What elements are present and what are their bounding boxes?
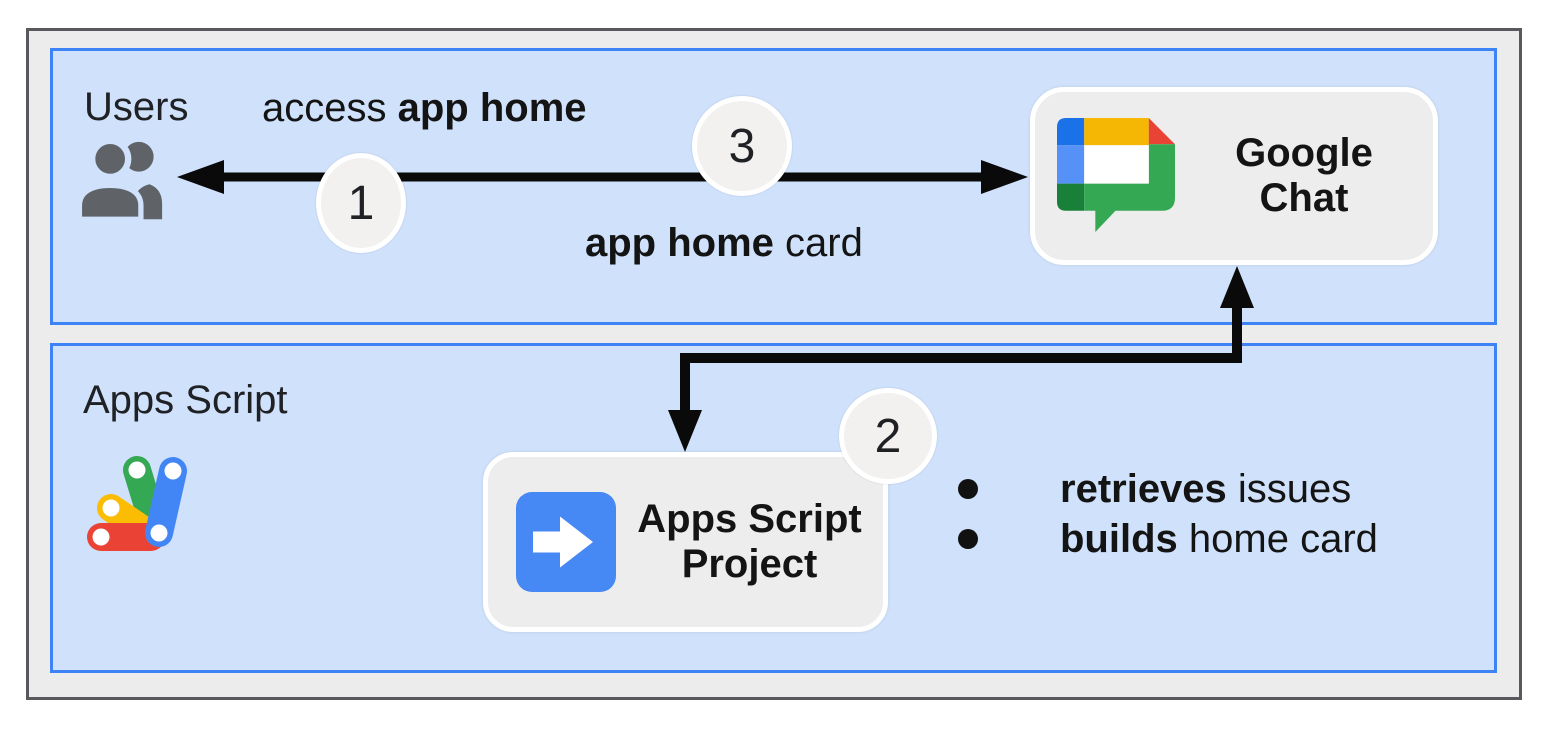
step-badge-2: 2: [839, 388, 937, 484]
step-badge-1: 1: [316, 153, 406, 253]
step-badge-3: 3: [692, 96, 792, 196]
edge-label-access-app-home: access app home: [262, 86, 587, 130]
list-item: builds home card: [958, 518, 1378, 568]
apps-script-logo: [87, 456, 187, 551]
apps-script-project-node: Apps Script Project: [483, 452, 888, 632]
edge-label-app-home-card: app home card: [585, 221, 863, 265]
apps-script-project-label: Apps Script Project: [637, 496, 862, 586]
project-actions-list: retrieves issues builds home card: [958, 468, 1378, 568]
google-chat-label: Google Chat: [1235, 130, 1373, 220]
bullet-icon: [958, 529, 978, 549]
google-chat-node: Google Chat: [1030, 87, 1438, 265]
bullet-icon: [958, 479, 978, 499]
project-icon-tile: [516, 492, 616, 592]
arrow-right-icon: [533, 516, 593, 568]
list-item: retrieves issues: [958, 468, 1378, 518]
apps-script-panel-label: Apps Script: [83, 378, 288, 422]
google-chat-logo: [1057, 118, 1175, 232]
users-panel-label: Users: [84, 85, 189, 129]
users-icon: [76, 137, 163, 222]
